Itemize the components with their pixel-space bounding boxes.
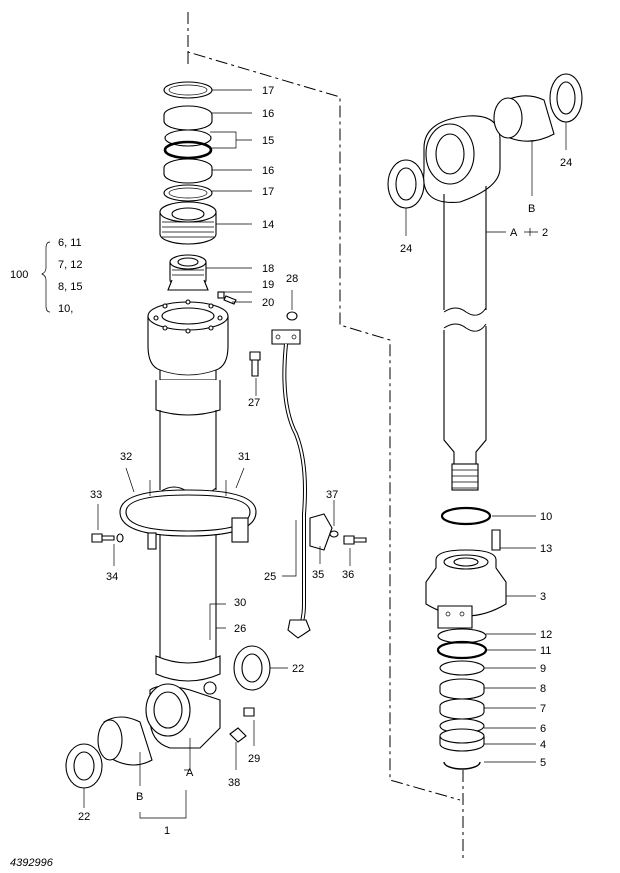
callout-28: 28 [286, 273, 298, 285]
callout-labels: 17 16 15 16 17 14 18 19 20 28 27 32 31 3… [78, 85, 572, 837]
callout-22: 22 [292, 663, 304, 675]
cylinder-tube [145, 299, 229, 749]
callout-35: 35 [312, 569, 324, 581]
callout-17: 17 [262, 186, 274, 198]
callout-13: 13 [540, 543, 552, 555]
callout-27: 27 [248, 397, 260, 409]
callout-26: 26 [234, 623, 246, 635]
callout-14: 14 [262, 219, 274, 231]
callout-a-left: A [186, 767, 194, 779]
callout-1: 1 [164, 825, 170, 837]
callout-24: 24 [560, 157, 572, 169]
callout-36: 36 [342, 569, 354, 581]
callout-4: 4 [540, 739, 546, 751]
bolt-33 [91, 533, 124, 543]
piston-assembly [425, 506, 507, 629]
leader-lines [41, 89, 567, 819]
callout-16: 16 [262, 165, 274, 177]
callout-24: 24 [400, 243, 412, 255]
kit-row: 8, 15 [58, 281, 82, 293]
callout-30: 30 [234, 597, 246, 609]
kit-row: 6, 11 [58, 237, 82, 249]
callout-8: 8 [540, 683, 546, 695]
clamp-band [119, 480, 257, 550]
callout-12: 12 [540, 629, 552, 641]
callout-37: 37 [326, 489, 338, 501]
callout-7: 7 [540, 703, 546, 715]
callout-2: 2 [542, 227, 548, 239]
callout-b-right: B [528, 203, 535, 215]
callout-20: 20 [262, 297, 274, 309]
kit-group: 100 6, 11 7, 12 8, 15 10, [10, 237, 82, 315]
piston-rod [387, 73, 583, 491]
callout-15: 15 [262, 135, 274, 147]
callout-11: 11 [540, 645, 551, 657]
callout-18: 18 [262, 263, 274, 275]
callout-10: 10 [540, 511, 552, 523]
callout-17: 17 [262, 85, 274, 97]
callout-34: 34 [106, 571, 118, 583]
grease-fittings [229, 707, 255, 743]
drawing-number: 4392996 [10, 857, 54, 869]
kit-row: 10, [58, 303, 73, 315]
callout-22: 22 [78, 811, 90, 823]
seal-stack-lower [436, 628, 488, 770]
callout-9: 9 [540, 663, 546, 675]
callout-16: 16 [262, 108, 274, 120]
callout-6: 6 [540, 723, 546, 735]
callout-3: 3 [540, 591, 546, 603]
kit-row: 7, 12 [58, 259, 82, 271]
callout-32: 32 [120, 451, 132, 463]
callout-38: 38 [228, 777, 240, 789]
pipe-25 [249, 311, 311, 639]
kit-number: 100 [10, 269, 28, 281]
callout-19: 19 [262, 279, 274, 291]
callout-a-right: A [510, 227, 518, 239]
bracket-35 [309, 513, 367, 551]
callout-29: 29 [248, 753, 260, 765]
callout-b-left: B [136, 791, 143, 803]
callout-25: 25 [264, 571, 276, 583]
callout-5: 5 [540, 757, 546, 769]
assembly-centerline [187, 12, 464, 858]
callout-31: 31 [238, 451, 250, 463]
callout-33: 33 [90, 489, 102, 501]
fitting-18 [167, 254, 237, 305]
seal-stack-upper [159, 81, 217, 245]
